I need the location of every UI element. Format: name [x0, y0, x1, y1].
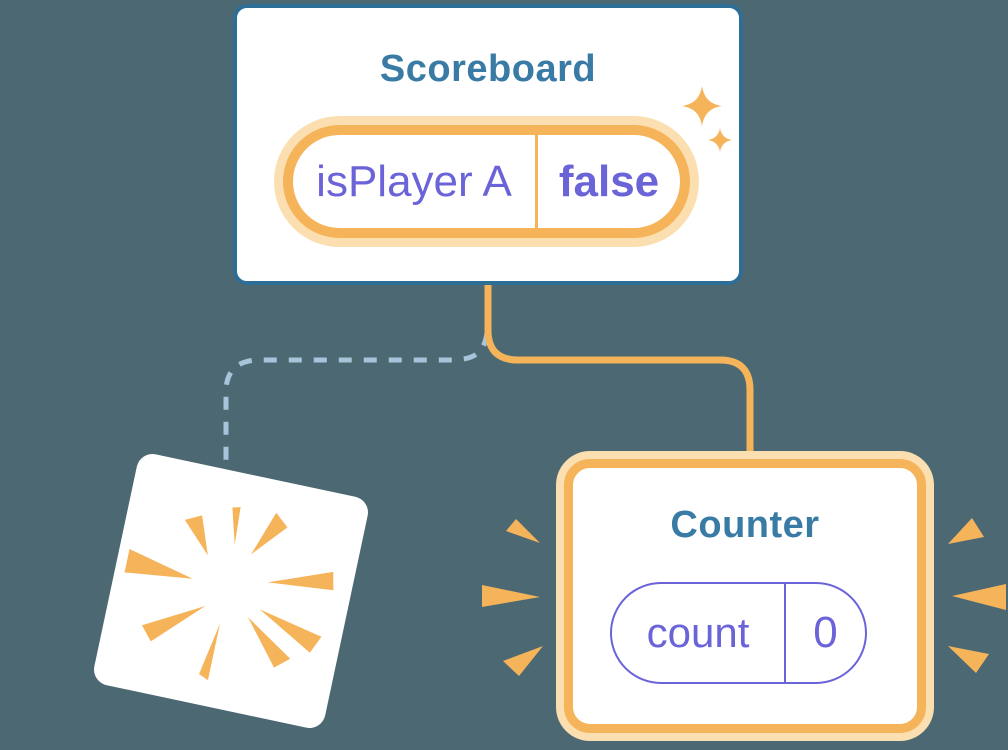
counter-state-pill: count 0: [610, 582, 867, 684]
pill-divider: [784, 584, 786, 682]
pill-divider: [535, 135, 538, 228]
burst-left-top: [506, 519, 540, 543]
burst-right-bottom: [948, 646, 989, 673]
scoreboard-state-pill: isPlayer A false: [283, 125, 690, 238]
scoreboard-card: Scoreboard isPlayer A false: [233, 4, 743, 285]
dashed-connector-to-destroyed: [223, 332, 490, 466]
burst-left-mid: [482, 585, 540, 607]
state-name: isPlayer A: [316, 156, 512, 206]
counter-title: Counter: [670, 504, 820, 546]
counter-card: Counter count 0: [564, 459, 926, 733]
burst-right-mid: [952, 584, 1006, 610]
sparkles-icon: [682, 86, 732, 152]
state-value: 0: [813, 608, 838, 657]
state-value: false: [558, 156, 660, 206]
solid-connector-to-counter: [484, 281, 754, 467]
explosion-burst-icon: [124, 507, 334, 681]
destroyed-component-square: [91, 451, 371, 731]
scoreboard-title: Scoreboard: [379, 48, 597, 90]
state-name: count: [646, 609, 750, 656]
burst-right-top: [948, 518, 984, 544]
burst-left-bottom: [503, 646, 543, 676]
